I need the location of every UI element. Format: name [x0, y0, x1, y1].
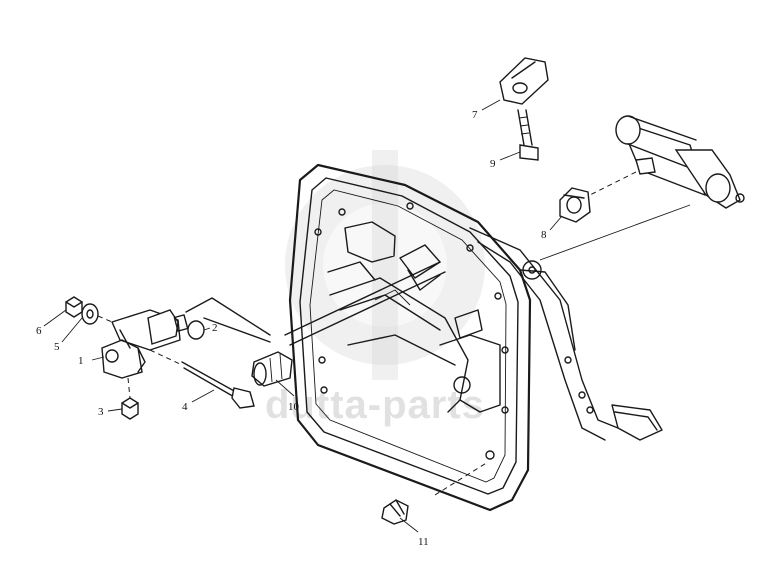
clamp-7: [499, 57, 549, 105]
clip-11: [381, 499, 409, 525]
svg-text:7: 7: [472, 109, 478, 121]
watermark-text: dutta-parts: [265, 383, 485, 427]
nut-3: [121, 377, 139, 420]
leader-lines: [434, 204, 691, 496]
screw-9: [517, 109, 539, 161]
svg-text:9: 9: [490, 158, 496, 170]
callout-6: 6: [36, 309, 67, 337]
bolt-4: [149, 349, 255, 409]
svg-text:5: 5: [54, 341, 60, 353]
reservoir-cylinder: [589, 115, 745, 209]
svg-text:1: 1: [78, 355, 84, 367]
callout-4: 4: [182, 389, 215, 413]
push-rod-lines: [185, 297, 271, 343]
callout-3: 3: [98, 406, 123, 418]
svg-text:8: 8: [541, 229, 547, 241]
pedal-arm: [469, 227, 663, 441]
grommet-8: [559, 187, 591, 223]
callout-11: 11: [399, 517, 429, 548]
washer-5: [81, 303, 99, 325]
svg-text:11: 11: [418, 536, 429, 548]
pedal-bracket: [288, 163, 532, 512]
callout-9: 9: [490, 151, 521, 170]
callout-2: 2: [203, 322, 218, 334]
nut-6: [65, 296, 113, 323]
master-cylinder: [101, 309, 189, 379]
bumper-10: [251, 351, 293, 387]
seal-ring: [187, 320, 205, 340]
svg-text:3: 3: [98, 406, 104, 418]
svg-text:6: 6: [36, 325, 42, 337]
callouts: 1 2 3 4 5 6 7 8: [36, 99, 563, 548]
watermark: dutta-parts: [265, 150, 485, 427]
callout-1: 1: [78, 355, 105, 367]
callout-8: 8: [541, 215, 563, 241]
svg-text:4: 4: [182, 401, 188, 413]
callout-5: 5: [54, 317, 83, 353]
svg-text:10: 10: [288, 401, 300, 413]
callout-10: 10: [275, 379, 300, 413]
svg-text:2: 2: [212, 322, 218, 334]
pivot-shaft: [284, 244, 446, 346]
callout-7: 7: [472, 99, 501, 121]
